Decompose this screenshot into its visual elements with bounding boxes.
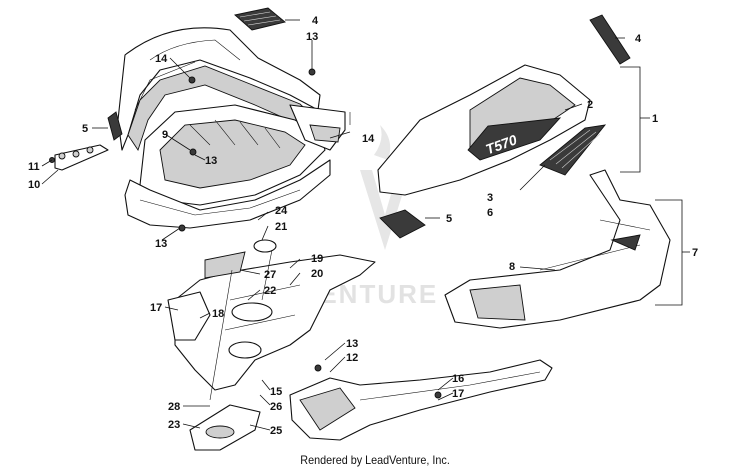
- callout-18: 18: [212, 308, 224, 320]
- callout-22: 22: [264, 285, 276, 297]
- callout-20: 20: [311, 268, 323, 280]
- hood-left-assembly: [49, 7, 351, 232]
- callout-12: 12: [346, 352, 358, 364]
- callout-9: 9: [162, 129, 168, 141]
- callout-16: 16: [452, 373, 464, 385]
- callout-21: 21: [275, 221, 287, 233]
- vent-grille-right: [589, 14, 631, 65]
- footer-credit: Rendered by LeadVenture, Inc.: [0, 453, 750, 467]
- callout-4: 4: [312, 15, 319, 27]
- callout-28: 28: [168, 401, 180, 413]
- callout-24: 24: [275, 205, 288, 217]
- callout-5: 5: [82, 123, 88, 135]
- callout-13: 13: [155, 238, 167, 250]
- belly-pan-assembly: [167, 239, 376, 451]
- front-bumper-skid: [289, 359, 553, 441]
- mount-bracket: [54, 144, 109, 171]
- callout-10: 10: [28, 179, 40, 191]
- callout-17: 17: [150, 302, 162, 314]
- callout-14: 14: [362, 133, 375, 145]
- footer-text: Rendered by LeadVenture, Inc.: [300, 453, 450, 467]
- lower-hood-body: [124, 159, 331, 229]
- side-panel-lower-right: [444, 169, 671, 329]
- callout-15: 15: [270, 386, 282, 398]
- callout-3: 3: [487, 192, 493, 204]
- callout-7: 7: [692, 247, 698, 259]
- callout-23: 23: [168, 419, 180, 431]
- callout-14: 14: [155, 53, 168, 65]
- leader-lines: [41, 19, 690, 431]
- callout-labels: 4 13 14 5 9 13 14 11 10 13 4 2 1 3 6 5 7…: [28, 15, 698, 437]
- callout-11: 11: [28, 161, 40, 173]
- model-decal: [467, 117, 562, 161]
- callout-5: 5: [446, 213, 452, 225]
- callout-1: 1: [652, 113, 658, 125]
- hood-right-assembly: T570: [377, 14, 631, 239]
- callout-27: 27: [264, 269, 276, 281]
- belly-pan: [174, 254, 376, 391]
- callout-6: 6: [487, 207, 493, 219]
- callout-19: 19: [311, 253, 323, 265]
- callout-13: 13: [205, 155, 217, 167]
- callout-2: 2: [587, 99, 593, 111]
- callout-17: 17: [452, 388, 464, 400]
- callout-8: 8: [509, 261, 515, 273]
- callout-25: 25: [270, 425, 282, 437]
- callout-13: 13: [306, 31, 318, 43]
- callout-13: 13: [346, 338, 358, 350]
- callout-26: 26: [270, 401, 282, 413]
- callout-4: 4: [635, 33, 642, 45]
- vent-grille-top: [234, 7, 286, 31]
